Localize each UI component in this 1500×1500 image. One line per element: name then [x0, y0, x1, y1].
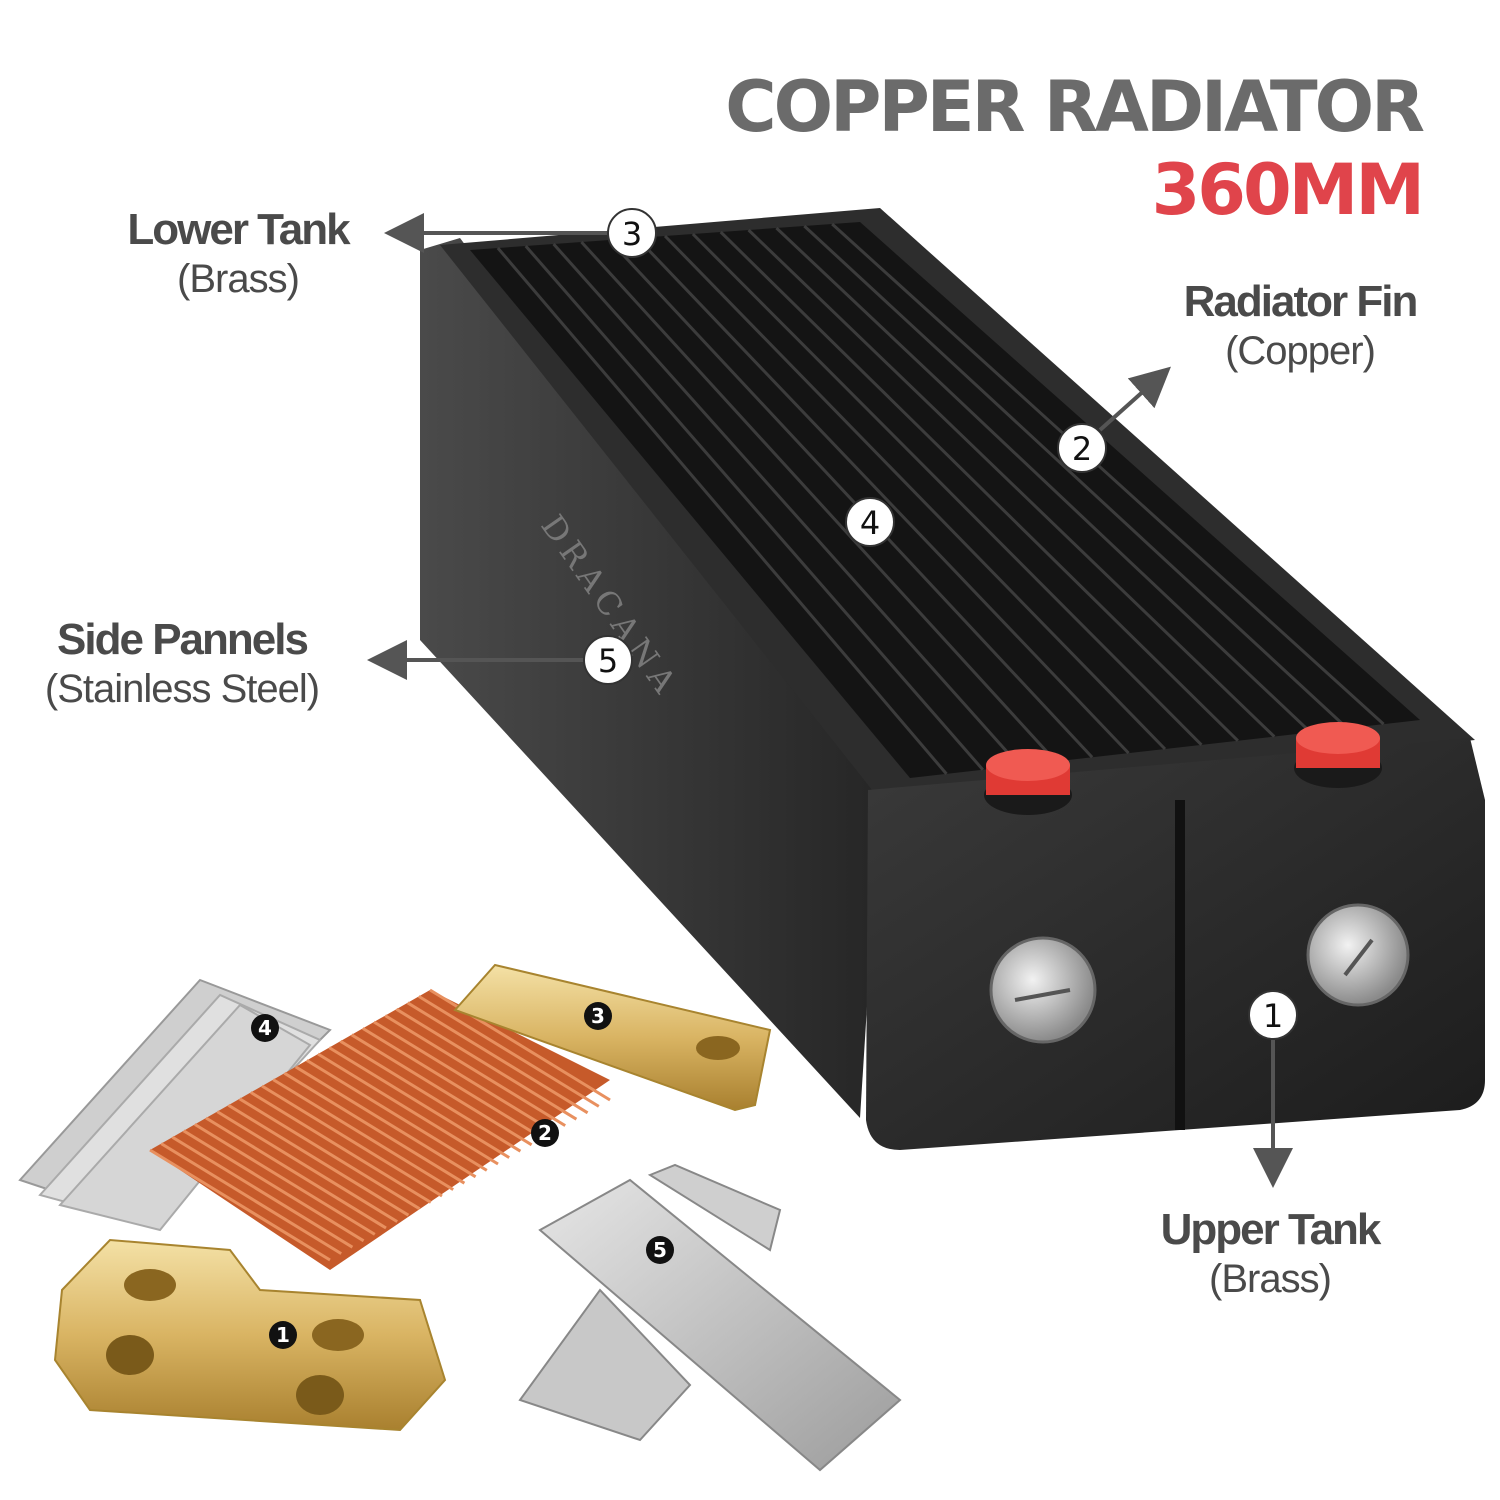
fin-tube-line [831, 222, 1385, 726]
marker-5: 5 [583, 635, 633, 685]
copper-fin-ridge [418, 995, 600, 1108]
copper-fin-ridge [384, 1014, 566, 1127]
fin-tube-line [663, 234, 1167, 751]
copper-fin-ridge [272, 1078, 454, 1191]
fin-tube-line [580, 240, 1057, 763]
fin-tube-line [803, 224, 1349, 730]
svg-text:3: 3 [622, 215, 642, 253]
copper-fin-ridge [205, 1116, 387, 1230]
fin-tube-line [524, 245, 984, 771]
copper-fin-ridge [194, 1123, 376, 1236]
fin-tube-line [747, 228, 1276, 738]
fin-tube-line [636, 236, 1130, 755]
copper-fin-ridge [216, 1110, 398, 1223]
label-upper-tank-material: (Brass) [1209, 1256, 1332, 1301]
side-panel [420, 238, 880, 1118]
marker-4: 4 [845, 497, 895, 547]
callout-arrows [367, 213, 1293, 1188]
label-radiator-fin-material: (Copper) [1225, 328, 1376, 373]
marker-2: 2 [1057, 423, 1107, 473]
svg-text:2: 2 [1072, 430, 1092, 468]
copper-fin-ridge [261, 1084, 443, 1198]
svg-text:4: 4 [258, 1016, 272, 1040]
copper-fin-ridge [373, 1020, 555, 1134]
title-line-2: 360MM [1151, 149, 1425, 231]
copper-fin-ridge [339, 1039, 522, 1153]
part-marker-3: 3 [584, 1002, 612, 1030]
copper-fin-ridge [294, 1065, 477, 1179]
part-tubes [18, 978, 332, 1232]
label-radiator-fin-name: Radiator Fin [1183, 277, 1419, 326]
port-cap-left [984, 749, 1072, 815]
copper-fin-ridge [317, 1052, 499, 1166]
copper-fin-ridge [306, 1059, 488, 1172]
plug-knob-right [1306, 903, 1410, 1007]
svg-text:5: 5 [653, 1238, 667, 1262]
svg-text:3: 3 [591, 1004, 605, 1028]
copper-fin-ridge [160, 1142, 342, 1255]
svg-text:5: 5 [598, 642, 618, 680]
svg-text:1: 1 [276, 1323, 290, 1347]
part-side-panels [518, 1163, 902, 1472]
fin-tube-line [775, 226, 1312, 734]
label-lower-tank-name: Lower Tank [127, 205, 350, 254]
marker-3: 3 [607, 208, 657, 258]
label-radiator-fin: Radiator Fin (Copper) [1170, 277, 1430, 374]
fin-core [470, 222, 1420, 778]
copper-fin-ridge [362, 1027, 544, 1140]
fin-tube-line [719, 230, 1239, 742]
part-markers: 4 3 2 5 1 [251, 1002, 674, 1349]
marker-1: 1 [1248, 990, 1298, 1040]
copper-fin-ridge [395, 1007, 578, 1121]
fin-lines [496, 222, 1385, 775]
label-lower-tank: Lower Tank (Brass) [118, 205, 358, 302]
port-cap-right [1294, 722, 1382, 788]
radiator [420, 208, 1485, 1150]
copper-fin-ridge [182, 1129, 365, 1243]
copper-fin-ridge [149, 1148, 331, 1262]
title-line-1: COPPER RADIATOR [725, 66, 1425, 148]
arrow-radiator-fin [1098, 366, 1171, 432]
svg-text:1: 1 [1263, 997, 1283, 1035]
part-marker-2: 2 [531, 1119, 559, 1147]
fin-tube-line [496, 247, 948, 775]
label-lower-tank-material: (Brass) [177, 256, 300, 301]
copper-fin-ridge [350, 1033, 533, 1147]
radiator-markers: 3 2 4 5 1 [583, 208, 1298, 1040]
plug-knob-left [989, 936, 1097, 1044]
fin-tube-line [552, 243, 1021, 767]
part-marker-4: 4 [251, 1014, 279, 1042]
label-upper-tank: Upper Tank (Brass) [1145, 1205, 1395, 1302]
part-marker-5: 5 [646, 1236, 674, 1264]
svg-text:4: 4 [860, 504, 880, 542]
label-upper-tank-name: Upper Tank [1160, 1205, 1382, 1254]
svg-text:2: 2 [538, 1121, 552, 1145]
exploded-parts [18, 963, 902, 1472]
label-side-panels-material: (Stainless Steel) [44, 666, 320, 711]
copper-fin-ridge [238, 1097, 421, 1211]
part-upper-tank [53, 1238, 447, 1432]
copper-fin-ridge [227, 1103, 410, 1217]
fin-tube-line [608, 238, 1094, 759]
copper-fin-ridge [328, 1046, 510, 1159]
copper-fin-ridge [250, 1091, 432, 1204]
label-side-panels-name: Side Pannels [57, 615, 309, 664]
part-lower-tank [453, 963, 772, 1112]
copper-fin-ridge [406, 1001, 589, 1115]
fin-tube-line [691, 232, 1203, 746]
part-marker-1: 1 [269, 1321, 297, 1349]
copper-fin-ridge [283, 1071, 466, 1185]
copper-fin-ridge [171, 1135, 354, 1249]
label-side-panels: Side Pannels (Stainless Steel) [22, 615, 342, 712]
